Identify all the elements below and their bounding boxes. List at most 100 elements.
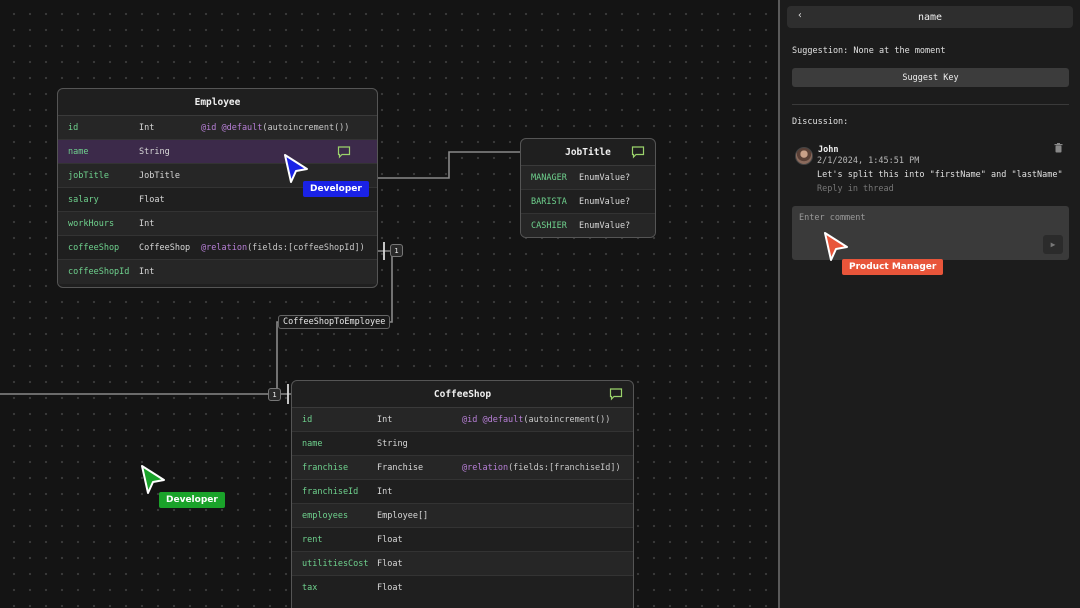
field-type: Int (377, 414, 393, 425)
attribute-args: (autoincrement()) (523, 414, 611, 425)
employee-field-row-jobTitle[interactable]: jobTitle JobTitle (58, 164, 377, 188)
attribute-keyword: @relation (201, 242, 248, 253)
developer-cursor-label: Developer (303, 181, 369, 197)
field-name: utilitiesCost (302, 558, 369, 569)
field-type: Float (139, 194, 165, 205)
comment-icon[interactable] (609, 388, 623, 401)
employee-field-row-id[interactable]: id Int @id @default(autoincrement()) (58, 116, 377, 140)
developer-cursor-label: Developer (159, 492, 225, 508)
jobtitle-field-row-MANAGER[interactable]: MANAGER EnumValue? (521, 166, 655, 190)
send-icon: ▶ (1050, 240, 1056, 249)
field-name: MANAGER (531, 172, 567, 183)
field-type: EnumValue? (579, 221, 631, 231)
field-type: Int (139, 218, 155, 229)
coffeeshop-table-header: CoffeeShop (292, 381, 633, 408)
attribute-args: (fields:[coffeeShopId]) (247, 242, 365, 253)
product-manager-cursor-arrow-icon (824, 232, 848, 261)
panel-title: name (917, 11, 943, 23)
cardinality-badge-coffeeshop: 1 (268, 388, 281, 401)
coffeeshop-field-row-franchiseId[interactable]: franchiseId Int (292, 480, 633, 504)
coffeeshop-field-row-rent[interactable]: rent Float (292, 528, 633, 552)
field-type: CoffeeShop (139, 242, 191, 253)
comment-input-placeholder: Enter comment (799, 213, 866, 223)
field-name: jobTitle (68, 170, 109, 181)
coffeeshop-field-row-employees[interactable]: employees Employee[] (292, 504, 633, 528)
field-name: tax (302, 583, 318, 593)
employee-field-row-coffeeShop[interactable]: coffeeShop CoffeeShop @relation(fields:[co… (58, 236, 377, 260)
field-name: name (302, 438, 323, 449)
field-type: JobTitle (139, 170, 180, 181)
field-type: Int (139, 122, 155, 133)
field-name: franchise (302, 462, 349, 473)
attribute-args: (autoincrement()) (262, 122, 350, 133)
field-name: workHours (68, 218, 115, 229)
field-name: name (68, 146, 89, 157)
field-name: id (302, 414, 313, 425)
relation-label[interactable]: CoffeeShopToEmployee (278, 315, 391, 329)
jobtitle-table-title: JobTitle (565, 146, 611, 158)
comment-input[interactable]: Enter comment ▶ (792, 206, 1069, 260)
attribute-keyword: @id @default (462, 414, 524, 425)
jobtitle-table-header: JobTitle (521, 139, 655, 166)
field-attribute: @id @default(autoincrement()) (462, 415, 610, 425)
panel-divider[interactable] (778, 0, 780, 608)
field-name: BARISTA (531, 196, 567, 207)
field-type: String (377, 438, 408, 449)
employee-field-row-workHours[interactable]: workHours Int (58, 212, 377, 236)
developer-cursor-arrow-icon (284, 154, 308, 183)
field-name: employees (302, 510, 349, 521)
panel-header: ‹ name (787, 6, 1073, 28)
field-type: Float (377, 558, 403, 569)
employee-field-row-salary[interactable]: salary Float (58, 188, 377, 212)
employee-field-row-coffeeShopId[interactable]: coffeeShopId Int (58, 260, 377, 284)
field-type: EnumValue? (579, 172, 631, 183)
back-chevron-icon[interactable]: ‹ (797, 10, 804, 21)
field-attribute: @relation(fields:[franchiseId]) (462, 463, 621, 473)
field-name: coffeeShopId (68, 267, 130, 277)
employee-table-title: Employee (58, 89, 377, 116)
cardinality-badge-employee: 1 (390, 244, 403, 257)
field-attribute: @id @default(autoincrement()) (201, 123, 349, 133)
field-name: franchiseId (302, 486, 359, 497)
coffeeshop-field-row-utilitiesCost[interactable]: utilitiesCost Float (292, 552, 633, 576)
field-type: Float (377, 583, 403, 593)
attribute-args: (fields:[franchiseId]) (508, 462, 621, 473)
discussion-label: Discussion: (792, 117, 849, 127)
field-type: Float (377, 534, 403, 545)
field-type: Int (377, 486, 393, 497)
coffeeshop-field-row-id[interactable]: id Int @id @default(autoincrement()) (292, 408, 633, 432)
field-name: coffeeShop (68, 242, 120, 253)
jobtitle-field-row-CASHIER[interactable]: CASHIER EnumValue? (521, 214, 655, 237)
field-type: Int (139, 267, 155, 277)
coffeeshop-field-row-tax[interactable]: tax Float (292, 576, 633, 600)
suggest-key-button[interactable]: Suggest Key (792, 68, 1069, 87)
trash-icon[interactable] (1054, 143, 1063, 153)
reply-in-thread-link[interactable]: Reply in thread (817, 184, 894, 194)
details-panel: ‹ name Suggestion: None at the moment Su… (780, 0, 1080, 608)
field-name: rent (302, 534, 323, 545)
comment-icon[interactable] (631, 146, 645, 159)
comment-icon[interactable] (337, 145, 351, 158)
field-name: salary (68, 194, 99, 205)
employee-field-row-name[interactable]: name String (58, 140, 377, 164)
comment-text: Let's split this into "firstName" and "l… (817, 170, 1063, 180)
comment-author: John (818, 145, 839, 155)
suggestion-text: Suggestion: None at the moment (792, 46, 946, 56)
field-type: String (139, 146, 170, 157)
field-name: id (68, 122, 79, 133)
field-name: CASHIER (531, 221, 567, 231)
attribute-keyword: @relation (462, 462, 509, 473)
send-button[interactable]: ▶ (1043, 235, 1063, 254)
field-type: Employee[] (377, 510, 429, 521)
coffeeshop-field-row-name[interactable]: name String (292, 432, 633, 456)
panel-separator (792, 104, 1069, 105)
product-manager-cursor-label: Product Manager (842, 259, 944, 275)
